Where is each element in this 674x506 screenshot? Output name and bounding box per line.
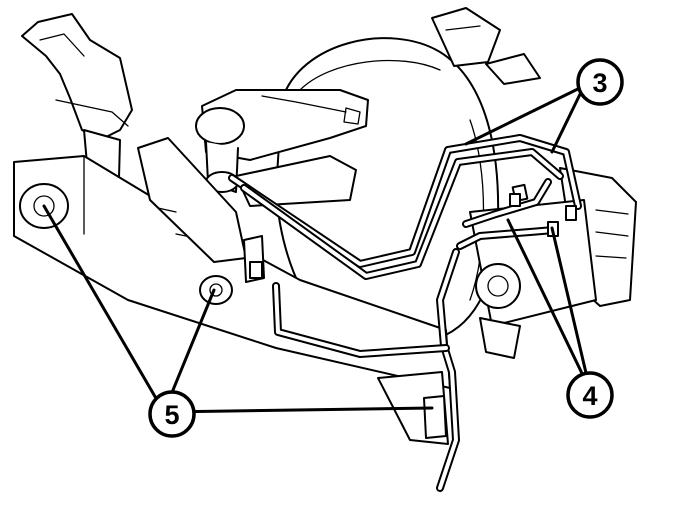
- mounting-crossmember: [13, 155, 451, 389]
- callout-5-circle: [148, 390, 196, 438]
- callout-4: 4: [566, 371, 614, 419]
- line-fittings: [249, 183, 577, 279]
- callout-3-label: 3: [592, 68, 607, 98]
- callout-5: 5: [148, 390, 196, 438]
- callout-4-circle: [566, 371, 614, 419]
- callout-4-label: 4: [582, 381, 597, 411]
- brake-lines: [228, 134, 582, 492]
- upper-fitting: [431, 7, 541, 85]
- callout-3-circle: [576, 58, 624, 106]
- callout-leaders: [42, 84, 592, 414]
- brake-fluid-reservoir: [195, 89, 369, 207]
- callout-5-label: 5: [164, 400, 179, 430]
- callout-3: 3: [576, 58, 624, 106]
